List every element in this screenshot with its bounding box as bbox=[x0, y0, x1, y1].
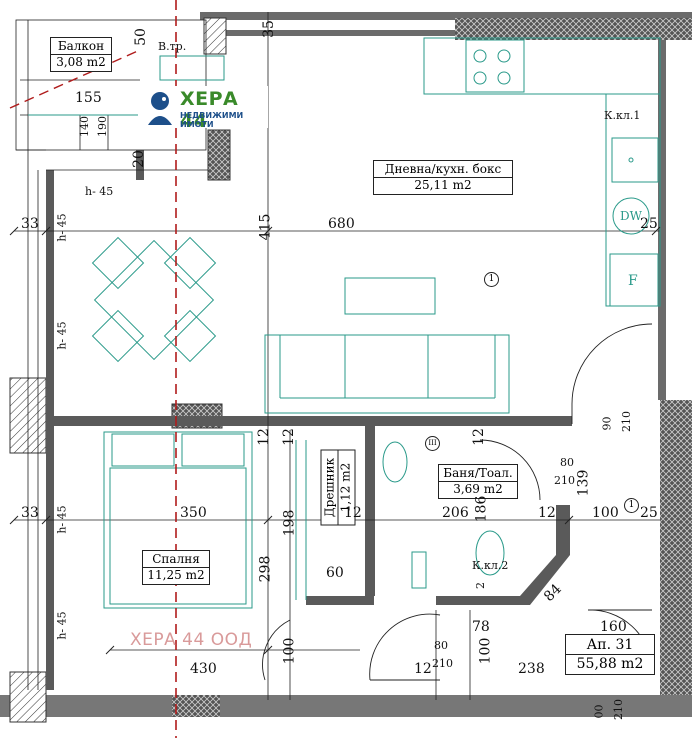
room-name: Спалня bbox=[152, 552, 200, 566]
label-kkl2: К.кл.2 bbox=[472, 559, 509, 572]
dim-210c: 210 bbox=[432, 657, 453, 670]
dim-25b: 25 bbox=[640, 505, 658, 521]
dim-198: 198 bbox=[281, 509, 298, 537]
dim-155: 155 bbox=[75, 90, 102, 106]
dim-80a: 80 bbox=[560, 456, 574, 469]
circle-marker-1: 1 bbox=[484, 272, 499, 287]
dim-100b: 100 bbox=[477, 637, 494, 665]
dim-2: 2 bbox=[474, 582, 487, 589]
room-area: 11,25 m2 bbox=[143, 567, 209, 583]
company-logo: ХЕРА 44 НЕДВИЖИМИ ИМОТИ bbox=[138, 86, 268, 132]
dim-160: 160 bbox=[600, 619, 627, 635]
dim-12f: 12 bbox=[414, 661, 432, 677]
dim-35: 35 bbox=[260, 20, 277, 38]
dim-140: 140 bbox=[78, 116, 91, 137]
furniture bbox=[28, 37, 661, 609]
room-area: 3,08 m2 bbox=[51, 54, 111, 70]
dim-415: 415 bbox=[257, 213, 274, 241]
room-label-balcony: Балкон 3,08 m2 bbox=[50, 37, 112, 72]
apartment-area: 55,88 m2 bbox=[566, 654, 654, 673]
label-h45-d: h- 45 bbox=[55, 505, 69, 534]
label-fridge: F bbox=[628, 273, 638, 289]
dim-298: 298 bbox=[257, 555, 274, 583]
dim-12e: 12 bbox=[538, 505, 556, 521]
dim-350: 350 bbox=[180, 505, 207, 521]
dim-12c: 12 bbox=[470, 428, 487, 446]
dim-430: 430 bbox=[190, 661, 217, 677]
room-name: Дневна/кухн. бокс bbox=[384, 162, 502, 176]
dim-33a: 33 bbox=[21, 216, 39, 232]
room-name: Баня/Тоал. bbox=[443, 466, 513, 480]
dim-186: 186 bbox=[473, 495, 490, 523]
room-name: Дрешник bbox=[322, 457, 337, 518]
room-area: 25,11 m2 bbox=[374, 177, 512, 193]
dim-60: 60 bbox=[326, 565, 344, 581]
dim-12b: 12 bbox=[280, 428, 297, 446]
dim-20: 20 bbox=[130, 150, 147, 168]
label-h45-b: h- 45 bbox=[55, 213, 69, 242]
label-dishwasher: DW bbox=[620, 209, 642, 223]
label-h45-c: h- 45 bbox=[55, 321, 69, 350]
circle-marker-3: III bbox=[425, 436, 440, 451]
dim-100a: 100 bbox=[592, 505, 619, 521]
outer-walls bbox=[0, 12, 692, 717]
label-kkl1: К.кл.1 bbox=[604, 109, 641, 122]
dim-210b: 210 bbox=[554, 474, 575, 487]
circle-marker-1b: 1 bbox=[624, 498, 639, 513]
logo-emblem-icon bbox=[148, 92, 172, 125]
room-name: Балкон bbox=[57, 39, 105, 53]
dim-210a: 210 bbox=[620, 411, 633, 432]
dim-78: 78 bbox=[472, 619, 490, 635]
label-vtr: В.тр. bbox=[158, 40, 187, 53]
dim-00: 00 bbox=[592, 704, 606, 719]
room-label-living: Дневна/кухн. бокс 25,11 m2 bbox=[373, 160, 513, 195]
dim-139: 139 bbox=[575, 469, 592, 497]
dim-90: 90 bbox=[600, 416, 614, 431]
label-h45-e: h- 45 bbox=[55, 611, 69, 640]
apartment-label: Ап. 31 55,88 m2 bbox=[565, 634, 655, 675]
dim-33b: 33 bbox=[21, 505, 39, 521]
dim-80b: 80 bbox=[434, 639, 448, 652]
dim-12a: 12 bbox=[255, 428, 272, 446]
dim-12d: 12 bbox=[344, 505, 362, 521]
watermark-text: ХЕРА 44 ООД bbox=[130, 630, 253, 650]
dim-50: 50 bbox=[132, 28, 149, 46]
interior-walls bbox=[46, 150, 572, 690]
dim-238: 238 bbox=[518, 661, 545, 677]
logo-subtitle: НЕДВИЖИМИ ИМОТИ bbox=[180, 111, 244, 129]
section-line-diagonal bbox=[9, 49, 141, 109]
logo-name: ХЕРА 44 bbox=[180, 88, 239, 132]
dim-210d: 210 bbox=[612, 699, 625, 720]
dim-680: 680 bbox=[328, 216, 355, 232]
dim-25a: 25 bbox=[640, 216, 658, 232]
room-label-bedroom: Спалня 11,25 m2 bbox=[142, 550, 210, 585]
room-label-bathroom: Баня/Тоал. 3,69 m2 bbox=[438, 464, 518, 499]
doors bbox=[262, 323, 653, 681]
label-h45-a: h- 45 bbox=[85, 185, 114, 198]
dim-190: 190 bbox=[96, 116, 109, 137]
dimension-ticks bbox=[9, 226, 661, 655]
dim-100c: 100 bbox=[281, 637, 298, 665]
dim-206: 206 bbox=[442, 505, 469, 521]
room-area: 3,69 m2 bbox=[439, 481, 517, 497]
apartment-name: Ап. 31 bbox=[586, 637, 634, 653]
